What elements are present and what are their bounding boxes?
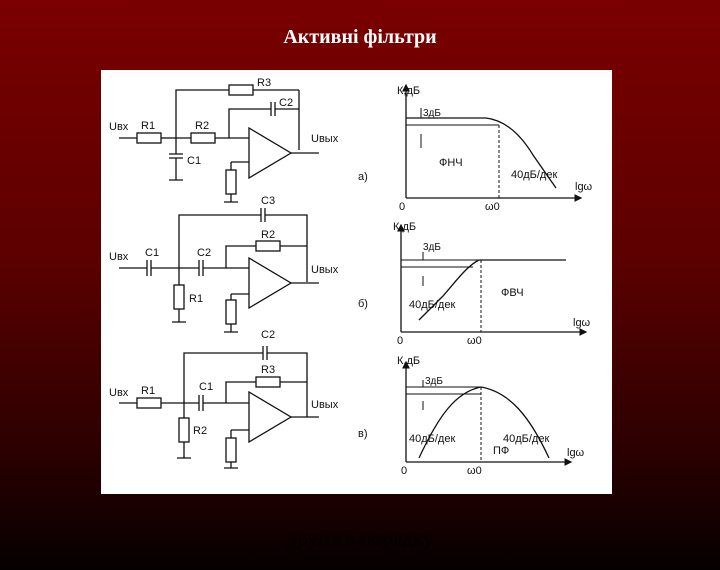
circuit-b-output-label: Uвых (311, 264, 339, 276)
graph-a-cutoff: ω0 (485, 201, 500, 213)
circuit-c-c1-label: C1 (199, 381, 213, 393)
filter-diagram-figure: Uвх R1 R2 R3 C2 C1 Uвых а) Uвх C1 C2 C3 … (101, 70, 612, 494)
circuit-c-r1-label: R1 (141, 385, 155, 397)
graph-b-ylabel: К,дБ (393, 221, 416, 233)
circuit-a-r3-label: R3 (257, 77, 271, 89)
graph-c-cutoff: ω0 (467, 465, 482, 477)
graph-c-origin: 0 (401, 465, 407, 477)
circuit-a-input-label: Uвх (109, 121, 129, 133)
graph-c-xlabel: lgω (567, 447, 585, 459)
graph-a-origin: 0 (399, 201, 405, 213)
graph-a-filter-label: ФНЧ (439, 157, 463, 169)
circuit-c-panel-label: в) (358, 428, 368, 440)
circuit-a-r1-label: R1 (141, 120, 155, 132)
graph-b-cutoff: ω0 (467, 335, 482, 347)
circuit-b-r2-label: R2 (261, 229, 275, 241)
slide-title: Активні фільтри (283, 26, 437, 48)
graph-highpass (397, 223, 588, 336)
graph-bandpass (402, 360, 573, 466)
graph-c-drop-label: 3дБ (425, 376, 443, 387)
graph-c-slope-label-left: 40дБ/дек (409, 433, 455, 445)
graph-a-xlabel: lgω (575, 181, 593, 193)
circuit-c-output-label: Uвых (311, 399, 339, 411)
graph-lowpass (402, 83, 583, 202)
circuit-lowpass (119, 84, 319, 203)
graph-b-origin: 0 (397, 335, 403, 347)
graph-b-filter-label: ФВЧ (501, 287, 524, 299)
graph-a-slope-label: 40дБ/дек (511, 169, 557, 181)
circuit-a-r2-label: R2 (195, 120, 209, 132)
circuit-a-c2-label: C2 (279, 97, 293, 109)
graph-c-ylabel: К,дБ (397, 355, 420, 367)
circuit-c-r3-label: R3 (261, 364, 275, 376)
circuit-b-c2-label: C2 (197, 247, 211, 259)
circuit-c-c2-label: C2 (261, 329, 275, 341)
circuit-c-r2-label: R2 (193, 425, 207, 437)
graph-a-drop-label: 3дБ (423, 108, 441, 119)
graph-b-xlabel: lgω (573, 317, 591, 329)
circuit-b-panel-label: б) (358, 298, 368, 310)
circuit-b-c1-label: C1 (145, 247, 159, 259)
circuit-highpass (119, 208, 319, 333)
circuit-bandpass (119, 346, 319, 469)
circuit-c-input-label: Uвх (109, 387, 129, 399)
circuit-a-output-label: Uвых (311, 133, 339, 145)
graph-a-ylabel: К,дБ (397, 85, 420, 97)
circuit-b-c3-label: C3 (261, 195, 275, 207)
graph-c-filter-label: ПФ (493, 445, 509, 457)
circuit-a-c1-label: C1 (187, 155, 201, 167)
slide-footer: другого порядку (286, 526, 434, 550)
graph-b-slope-label: 40дБ/дек (409, 299, 455, 311)
circuit-a-panel-label: а) (358, 171, 368, 183)
circuit-b-r1-label: R1 (189, 293, 203, 305)
circuit-b-input-label: Uвх (109, 251, 129, 263)
graph-b-drop-label: 3дБ (423, 242, 441, 253)
graph-c-slope-label-right: 40дБ/дек (503, 433, 549, 445)
